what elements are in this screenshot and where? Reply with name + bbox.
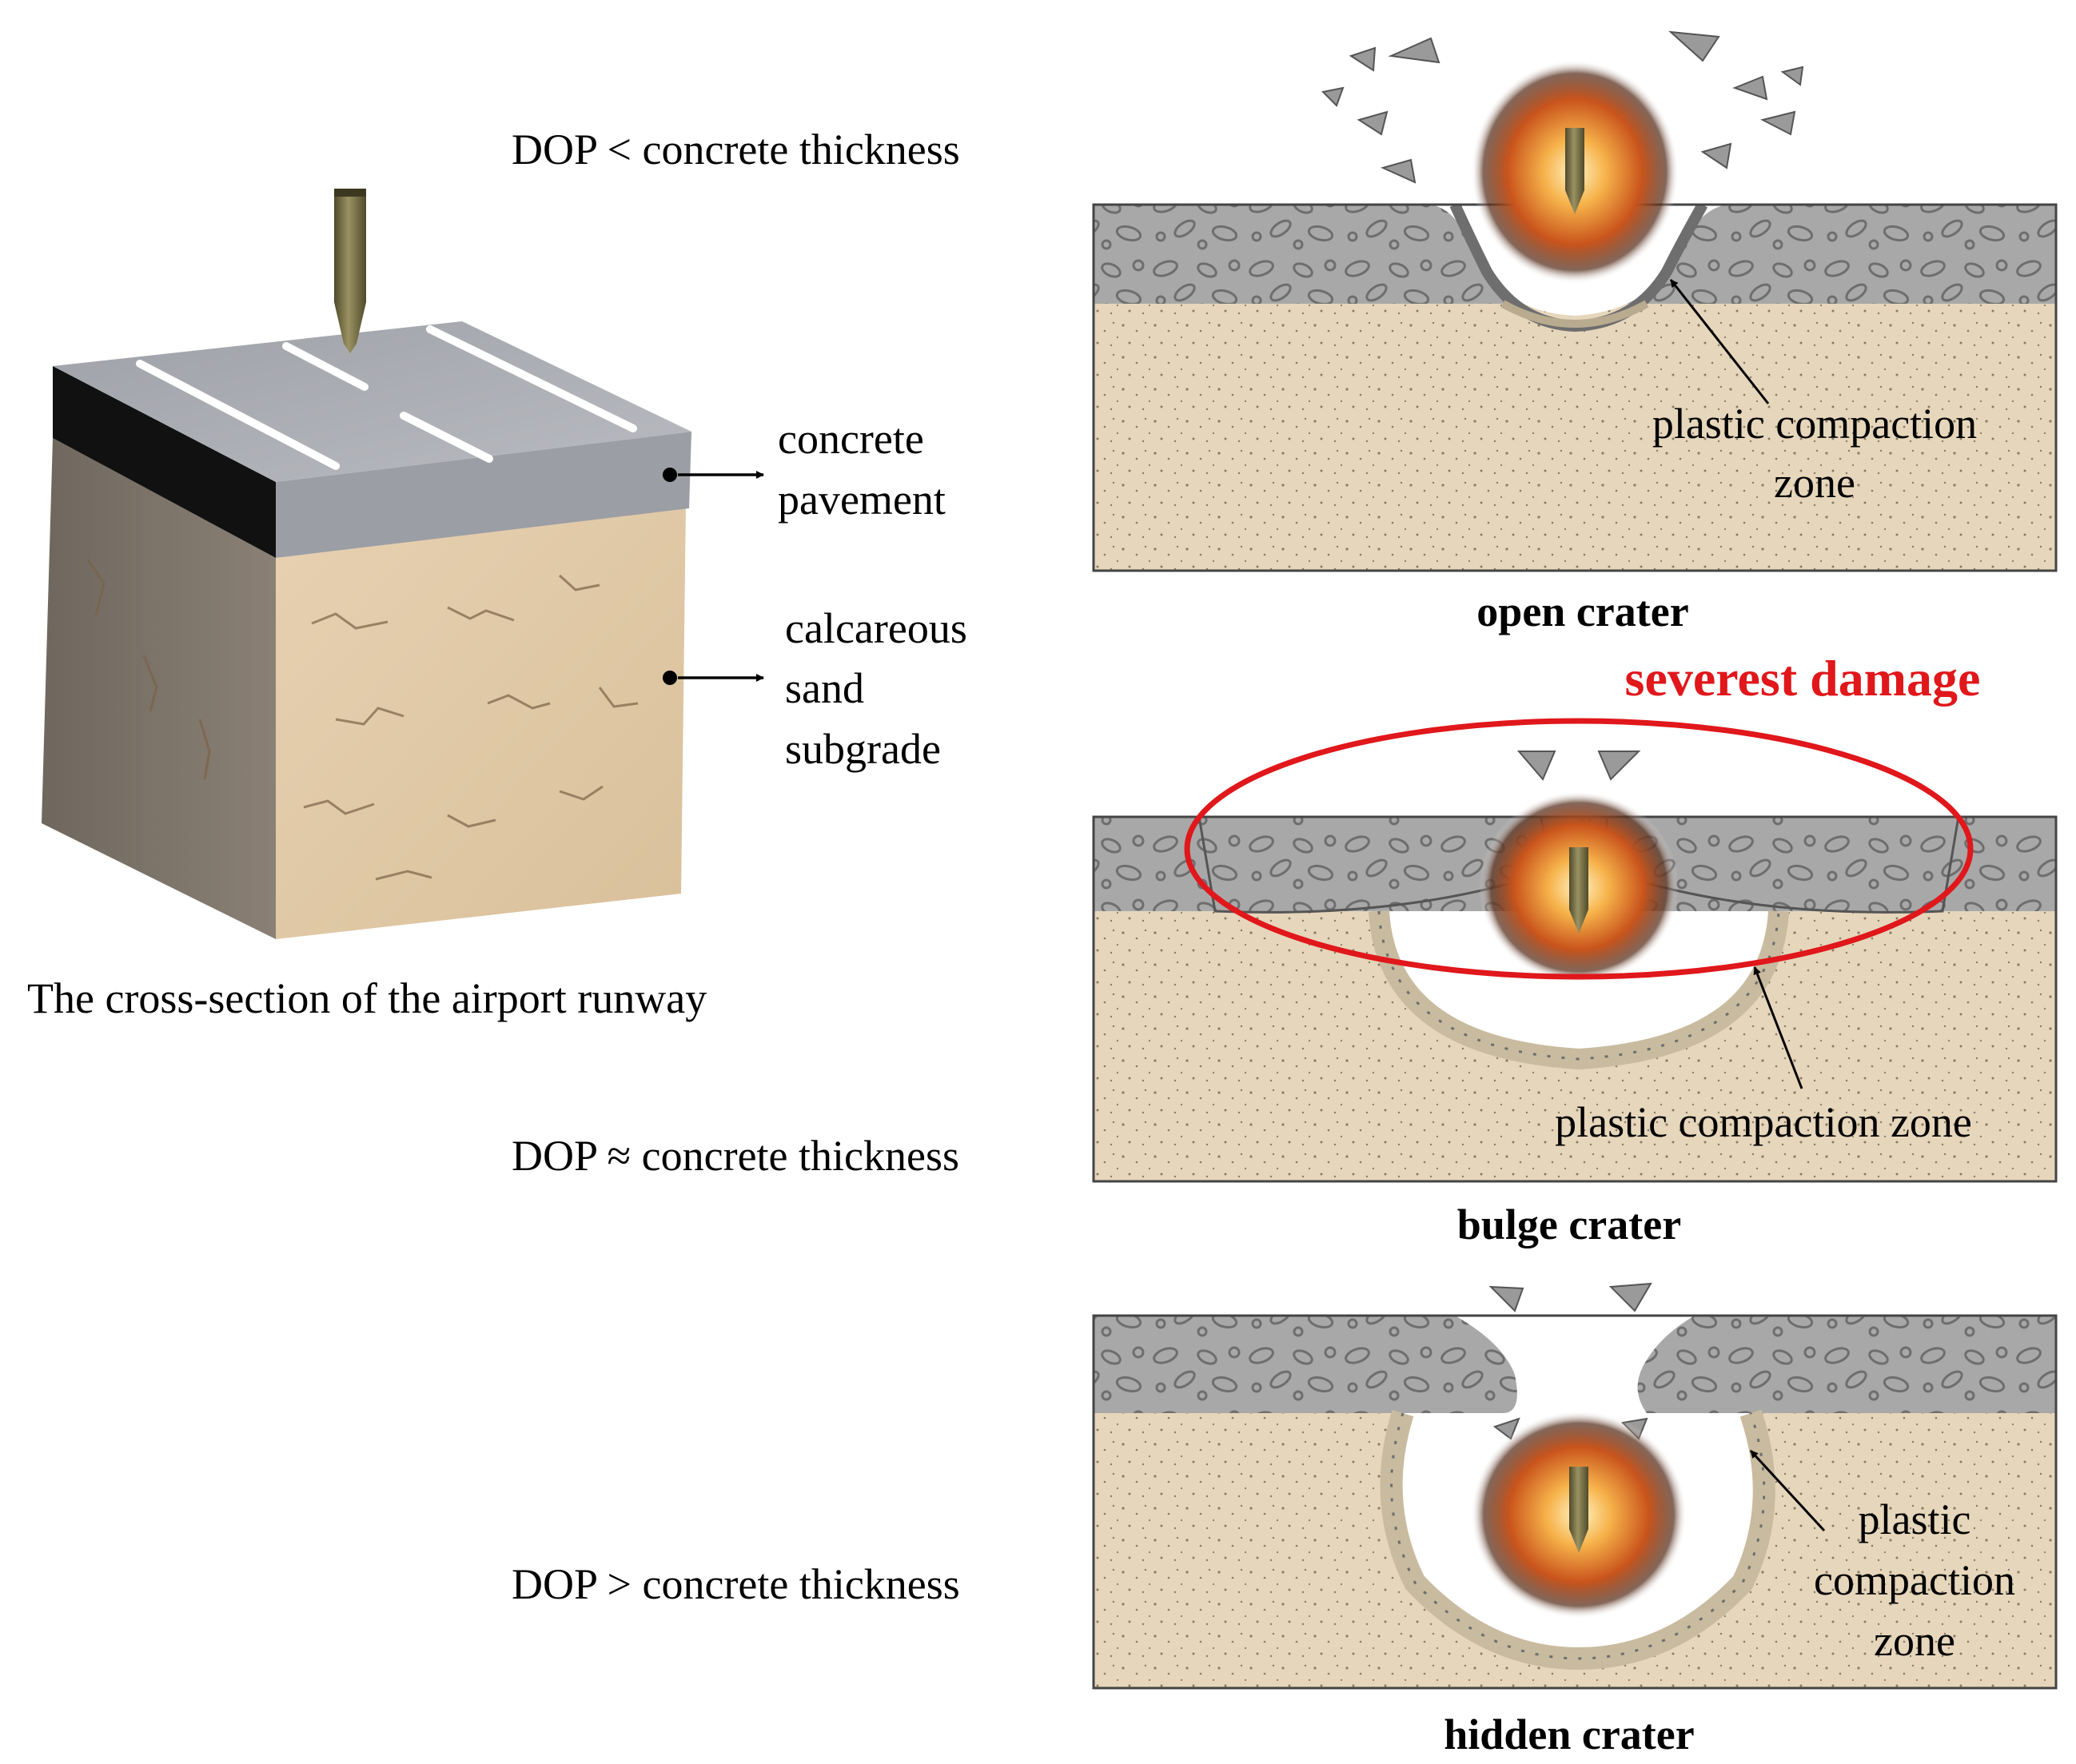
- hidden-projectile-icon: [1569, 1467, 1588, 1553]
- sand-label-line2: sand: [785, 664, 864, 712]
- bulge-crater-title: bulge crater: [1457, 1201, 1681, 1248]
- concrete-marker-dot: [663, 468, 677, 482]
- concrete-label-line1: concrete: [778, 415, 924, 463]
- severest-damage-highlight: [1184, 718, 1974, 980]
- hidden-zone-pointer: [1749, 1449, 1826, 1532]
- hidden-panel-frame: [1092, 1314, 2058, 1690]
- sand-cracks: [86, 559, 639, 881]
- panel-hidden-crater: plastic compaction zone hidden crater: [1092, 1282, 2058, 1758]
- panel-bulge-crater: severest damage plastic compaction zone …: [1092, 650, 2058, 1248]
- bulge-debris: [1516, 751, 1641, 781]
- open-crater-title: open crater: [1476, 587, 1688, 635]
- cube-side-face: [42, 438, 276, 939]
- open-zone-pointer: [1669, 279, 1770, 404]
- severest-damage-label: severest damage: [1625, 650, 1981, 707]
- open-debris: [1321, 30, 1804, 184]
- open-projectile-icon: [1565, 128, 1584, 214]
- bulge-zone-label: plastic compaction zone: [1555, 1098, 1972, 1146]
- cube-sand-face: [276, 504, 686, 939]
- condition-label-open: DOP < concrete thickness: [512, 125, 960, 173]
- hidden-vent: [1455, 1316, 1695, 1413]
- hidden-zone-label-line3: zone: [1874, 1617, 1955, 1665]
- bulge-slab-right: [1605, 817, 1960, 914]
- runway-markings: [136, 325, 637, 470]
- concrete-label-line2: pavement: [778, 476, 946, 524]
- bulge-zone-pointer: [1753, 966, 1803, 1089]
- open-zone-label-line2: zone: [1774, 459, 1855, 507]
- condition-label-bulge: DOP ≈ concrete thickness: [512, 1132, 959, 1180]
- cube-caption: The cross-section of the airport runway: [27, 974, 707, 1022]
- runway-cube: [42, 189, 764, 939]
- hidden-zone-label-line2: compaction: [1814, 1556, 2015, 1604]
- panel-open-crater: plastic compaction zone open crater: [1092, 30, 2058, 635]
- cube-slab-edge: [53, 366, 276, 558]
- sand-label-line3: subgrade: [785, 725, 941, 773]
- projectile-icon: [334, 189, 366, 353]
- sand-marker-dot: [663, 671, 677, 685]
- open-zone-label-line1: plastic compaction: [1652, 400, 1977, 448]
- hidden-zone-label-line1: plastic: [1859, 1495, 1971, 1543]
- cube-slab-front: [276, 432, 691, 558]
- cube-top-face: [53, 321, 691, 482]
- hidden-crater-title: hidden crater: [1444, 1710, 1694, 1758]
- open-sand-layer: [1094, 304, 2056, 571]
- bulge-cavity: [1379, 911, 1779, 1059]
- bulge-projectile-icon: [1569, 847, 1588, 934]
- condition-label-hidden: DOP > concrete thickness: [512, 1560, 960, 1608]
- sand-label-line1: calcareous: [785, 604, 967, 652]
